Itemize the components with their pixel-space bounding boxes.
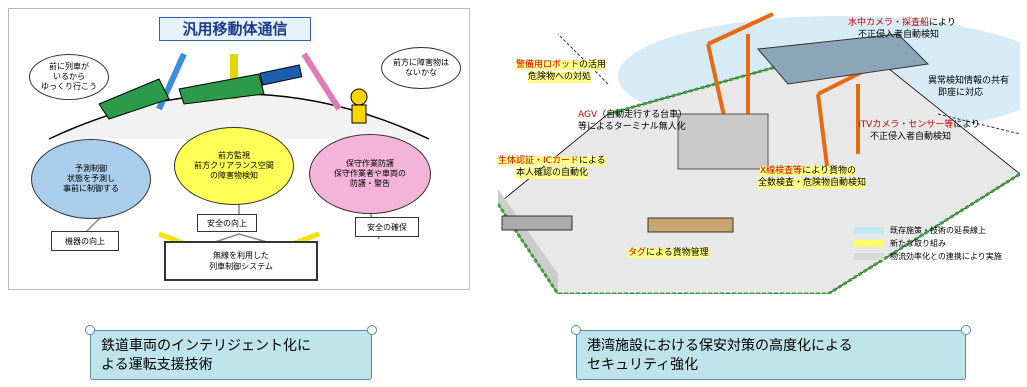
box-safety-ensure: 安全の確保 — [355, 217, 419, 237]
circle-maintenance-protection: 保守作業防護 保守作業者や車両の 防護・警告 — [309, 134, 431, 214]
legend-swatch-new — [854, 240, 884, 247]
label-anomaly-a: 異常検知情報の共有 — [928, 76, 1010, 86]
ship — [757, 33, 930, 85]
box-radio-train-control: 無線を利用した 列車制御システム — [164, 241, 318, 281]
railway-diagram: 汎用移動体通信 前に列車が いるから ゆっくり行こう 前方に障害物は ないかな … — [8, 8, 470, 290]
legend-swatch-logistics — [854, 253, 884, 260]
railway-title: 汎用移動体通信 — [159, 17, 311, 41]
circle-predictive-control: 予測制御 状態を予測し 事前に制御する — [31, 139, 151, 219]
caption-left: 鉄道車両のインテリジェント化に よる運転支援技術 — [85, 325, 377, 380]
legend-label-new: 新たな取り組み — [890, 239, 946, 248]
label-robot-c: 危険物への対処 — [528, 72, 592, 83]
circle-yellow-title: 前方監視 — [218, 151, 250, 160]
worker-body — [351, 104, 367, 124]
signal-arrow-right — [301, 52, 342, 111]
circle-blue-title: 予測制御 — [75, 164, 107, 173]
label-tag-a: タグ — [628, 248, 647, 258]
caption-right-line1: 港湾施設における保安対策の高度化による — [587, 338, 853, 354]
legend-label-logistics: 物流効率化との連携により実施 — [890, 252, 1002, 261]
port-diagram: 水中カメラ・探査船により 不正侵入者自動検知 警備用ロボットの活用 危険物への対… — [498, 4, 1020, 294]
legend-item: 既存施策・技術の延長線上 — [854, 224, 1002, 237]
label-robot: 警備用ロボットの活用 — [516, 60, 607, 71]
label-xray: X線検査等により貨物の — [760, 166, 856, 177]
truck-left — [501, 215, 573, 231]
label-underwater-b: により — [929, 18, 956, 28]
circle-yellow-body: 前方クリアランス空間 の障害物検知 — [194, 161, 274, 180]
cloud-right: 前方に障害物は ないかな — [381, 47, 461, 89]
label-xray-a: X線検査等 — [760, 166, 803, 176]
label-underwater: 水中カメラ・探査船により — [848, 18, 956, 29]
caption-left-line1: 鉄道車両のインテリジェント化に — [101, 338, 311, 354]
label-bio-b: による — [578, 156, 606, 166]
label-anomaly-b: 即座に対応 — [938, 88, 984, 98]
label-underwater-c: 不正侵入者自動検知 — [858, 30, 940, 40]
label-agv: AGV（自動走行する台車） — [578, 110, 687, 121]
box-safety-improve: 安全の向上 — [197, 214, 257, 232]
label-bio-a: 生体認証・ICカード — [498, 156, 579, 166]
label-itv-b: により — [953, 120, 981, 130]
circle-forward-monitoring: 前方監視 前方クリアランス空間 の障害物検知 — [174, 127, 294, 205]
caption-right-line2: セキュリティ強化 — [587, 357, 699, 373]
cloud-left: 前に列車が いるから ゆっくり行こう — [29, 54, 109, 100]
label-tag: タグによる貨物管理 — [628, 248, 709, 259]
label-xray-b: により貨物の — [802, 166, 856, 176]
box-equipment: 機器の向上 — [51, 231, 119, 251]
label-agv-b: （自動走行する台車） — [597, 110, 688, 120]
caption-right: 港湾施設における保安対策の高度化による セキュリティ強化 — [571, 325, 971, 380]
label-xray-c: 全数検査・危険物自動検知 — [758, 178, 867, 189]
label-itv-c: 不正侵入者自動検知 — [870, 132, 952, 142]
legend-item: 新たな取り組み — [854, 237, 1002, 250]
legend-item: 物流効率化との連携により実施 — [854, 250, 1002, 263]
port-graphic — [498, 12, 1020, 294]
container-stack — [677, 113, 769, 170]
label-underwater-a: 水中カメラ・探査船 — [848, 18, 930, 28]
train-right — [178, 73, 265, 105]
telescope — [259, 64, 303, 86]
label-robot-a: 警備用ロボット — [516, 60, 580, 70]
circle-pink-body: 保守作業者や車両の 防護・警告 — [334, 169, 406, 188]
caption-right-text: 港湾施設における保安対策の高度化による セキュリティ強化 — [587, 337, 853, 375]
label-bio-c: 本人確認の自動化 — [516, 168, 589, 179]
label-itv: ITVカメラ・センサー等により — [858, 120, 980, 131]
caption-left-line2: よる運転支援技術 — [101, 357, 213, 373]
legend-label-existing: 既存施策・技術の延長線上 — [890, 226, 986, 235]
legend: 既存施策・技術の延長線上 新たな取り組み 物流効率化との連携により実施 — [854, 224, 1002, 263]
circle-blue-body: 状態を予測し 事前に制御する — [63, 174, 119, 193]
caption-left-text: 鉄道車両のインテリジェント化に よる運転支援技術 — [101, 337, 311, 375]
worker-head — [350, 88, 368, 106]
label-bio: 生体認証・ICカードによる — [498, 156, 606, 167]
fence-front-right — [827, 172, 1020, 294]
label-agv-c: 等によるターミナル無人化 — [578, 122, 686, 132]
label-tag-b: による貨物管理 — [646, 248, 709, 258]
label-robot-b: の活用 — [579, 60, 607, 70]
train-left — [98, 78, 170, 120]
legend-swatch-existing — [854, 227, 884, 234]
truck-right — [647, 217, 734, 233]
circle-pink-title: 保守作業防護 — [346, 159, 394, 168]
label-itv-a: ITVカメラ・センサー等 — [858, 120, 954, 130]
label-agv-a: AGV — [578, 110, 598, 120]
